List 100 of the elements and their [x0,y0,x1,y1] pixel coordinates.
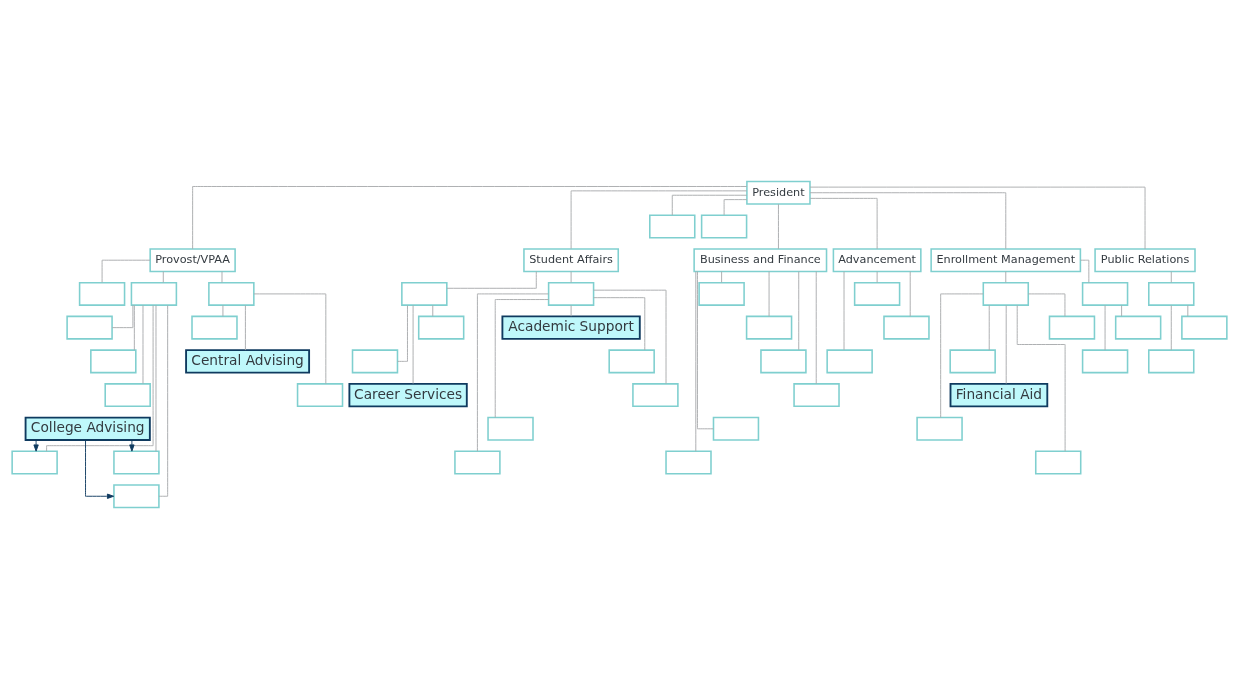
connector [570,304,572,317]
node-box [665,450,712,475]
connector [697,270,714,429]
node-box [1148,348,1195,373]
node-box [1181,315,1228,340]
connector [570,270,572,283]
connector [46,304,154,452]
connector [397,304,408,362]
connector [412,304,414,384]
node-box: Central Advising [185,348,311,374]
connector [1005,270,1007,283]
connector [162,270,164,283]
arrow [85,439,115,499]
connector [843,270,845,350]
node-box [547,281,595,306]
node-box [191,315,238,340]
connector [876,270,878,283]
node-box [487,416,534,441]
node-box [113,483,160,508]
connector [1005,304,1007,384]
node-box: President [746,180,811,205]
node-box [1081,281,1129,306]
node-box [1148,281,1195,306]
connector [768,270,770,317]
connector [798,270,800,350]
node-box [1048,315,1096,340]
node-box: Public Relations [1094,247,1196,272]
node-box: Business and Finance [693,247,828,272]
node-box: Student Affairs [523,247,620,272]
connector [158,304,169,497]
connector [723,198,748,215]
node-box [1114,315,1162,340]
node-box [90,348,137,373]
connector [221,270,223,283]
node-box [78,281,126,306]
node-box [104,382,151,407]
node-box [632,382,679,407]
connector [253,292,327,384]
node-box: Academic Support [501,314,641,340]
connector [1027,292,1066,317]
connector [593,289,667,384]
connector [432,304,434,317]
node-box [760,348,807,373]
node-box [700,213,748,238]
connector [1080,259,1090,283]
node-box [351,348,399,373]
connector [155,304,157,452]
node-box [454,450,501,475]
connector [777,203,779,249]
node-box [66,315,113,340]
node-box [712,416,760,441]
node-box [982,281,1030,306]
connector [721,270,723,283]
node-box: Financial Aid [949,382,1049,407]
node-box [11,450,58,475]
connector [476,292,549,452]
connector [593,296,646,350]
connector [244,304,246,351]
arrow [129,439,135,452]
connector [671,194,748,216]
node-box [793,382,840,407]
node-box: Advancement [832,247,922,272]
node-box: Career Services [348,382,468,407]
connector [101,259,151,283]
connector [809,197,878,249]
connector [1170,304,1172,351]
connector [494,298,549,418]
connector [222,304,224,317]
node-box [401,281,448,306]
connector [142,304,144,384]
node-box [853,281,901,306]
connector [111,304,134,328]
connector [809,191,1007,249]
connector [1104,304,1106,351]
node-box [883,315,930,340]
connector [815,270,817,384]
node-box [916,416,963,441]
connector [133,304,135,351]
connector [1016,304,1066,452]
node-box [296,382,344,407]
node-box [949,348,996,373]
connector [988,304,990,351]
node-box [1034,450,1082,475]
node-box: Provost/VPAA [149,247,236,272]
connector [809,186,1146,249]
arrow [33,439,39,452]
node-box [208,281,255,306]
node-box [417,315,465,340]
node-box [826,348,873,373]
connector [570,189,748,249]
node-box [745,315,793,340]
connector [1170,270,1172,283]
node-box [649,213,696,238]
node-box [608,348,655,373]
connector [940,292,984,418]
node-box: Enrollment Management [930,247,1082,272]
connector [1121,304,1123,317]
connector [192,185,748,249]
node-box: College Advising [24,416,151,441]
connector [446,270,537,289]
